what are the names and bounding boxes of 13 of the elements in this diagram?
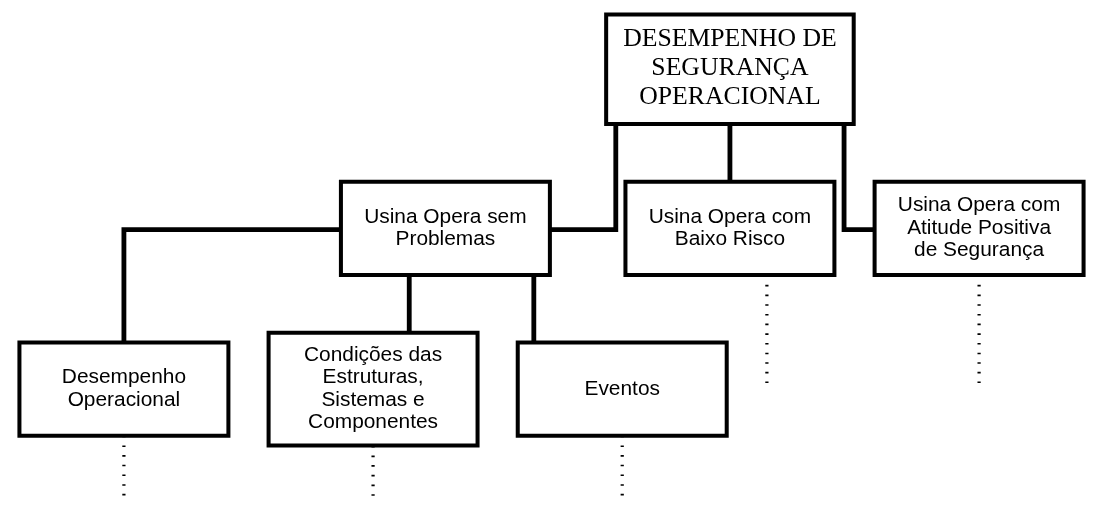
node-box: Usina Opera com Baixo Risco (622, 179, 836, 277)
node-box: Usina Opera sem Problemas (338, 179, 552, 277)
node-box: Desempenho Operacional (16, 340, 230, 438)
connector (841, 123, 874, 232)
connector (406, 275, 412, 333)
connector (121, 227, 341, 343)
node-box: Condições das Estruturas, Sistemas e Componentes (266, 330, 480, 448)
node-box: DESEMPENHO DE SEGURANÇA OPERACIONAL (603, 12, 856, 126)
node-box: Usina Opera com Atitude Positiva de Segurança (872, 179, 1086, 277)
connector (549, 123, 618, 232)
node-box: Eventos (515, 340, 729, 438)
connector (727, 124, 732, 182)
connector (530, 275, 536, 343)
